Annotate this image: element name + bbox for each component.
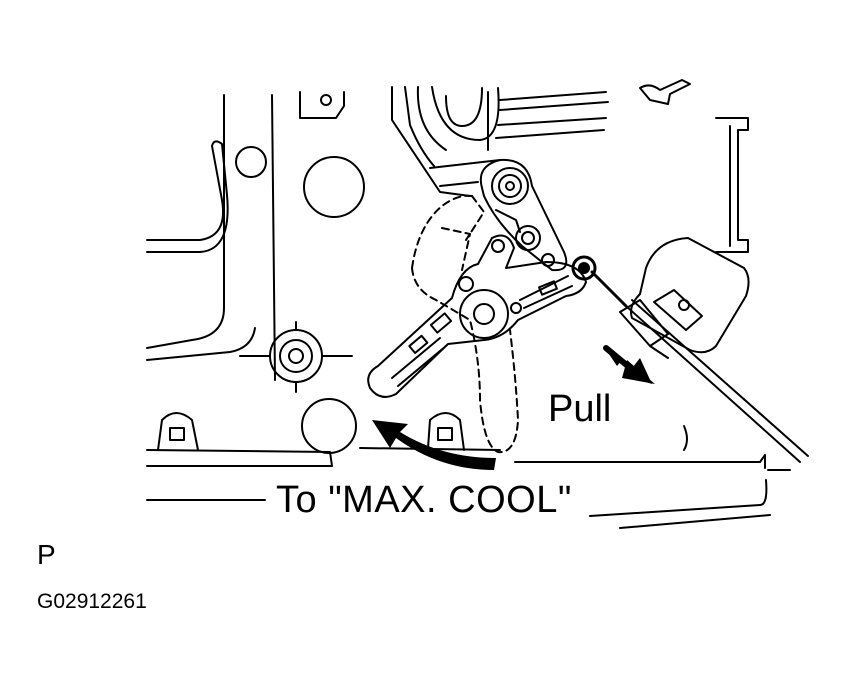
damper-travel-dashed [411, 194, 519, 454]
max-cool-arrow-icon [372, 420, 496, 470]
main-lever [367, 234, 587, 398]
upper-lever [479, 158, 568, 272]
housing-outline [146, 94, 791, 529]
base-tabs [157, 412, 688, 451]
mounting-clip [239, 321, 353, 393]
pull-label: Pull [548, 388, 612, 430]
max-cool-label: To "MAX. COOL" [276, 479, 572, 521]
control-cable [571, 255, 809, 463]
figure-code: G02912261 [37, 590, 147, 613]
right-bracket [639, 79, 749, 253]
cable-clamp [630, 237, 750, 354]
upper-housing [299, 86, 609, 197]
section-letter: P [37, 539, 56, 570]
